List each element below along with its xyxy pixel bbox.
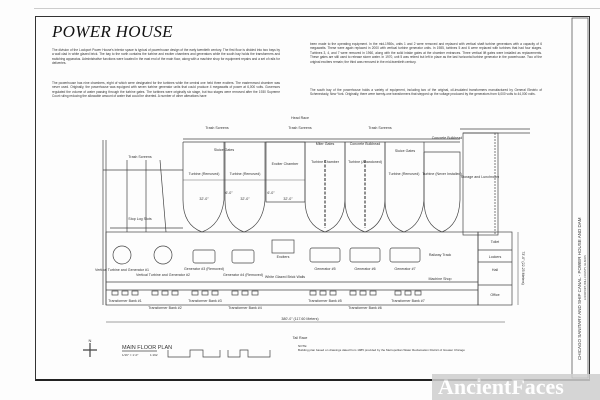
dim-bay: 32'-0": [240, 197, 250, 201]
west-wall: [102, 140, 107, 305]
bay-7: [384, 142, 425, 233]
intro-paragraph-2: The powerhouse has nine chambers, eight …: [52, 81, 280, 99]
label-transformer-bank-5: Transformer Bank #5: [308, 299, 342, 303]
sheet-title: POWER HOUSE: [52, 22, 173, 41]
watermark-logo: AncientFaces: [438, 374, 564, 399]
width-dimension: 73'-0" (22.25 Meters): [521, 251, 525, 285]
label-transformer-bank-3: Transformer Bank #3: [188, 299, 222, 303]
label-turbine-removed: Turbine (Removed): [389, 172, 420, 176]
label-office: Office: [490, 293, 499, 297]
office-block: [477, 231, 513, 306]
label-machine-shop: Machine Shop: [429, 277, 452, 281]
dim-bay: 32'-0": [283, 197, 293, 201]
drawing-frame: [35, 16, 590, 381]
label-storage: Storage and Lunchroom: [461, 175, 500, 179]
storage-room: [462, 132, 499, 236]
title-block-location: LOCKPORT, WILL COUNTY, ILLINOIS: [583, 255, 587, 300]
label-trash-screens: Trash Screens: [288, 126, 311, 130]
label-sluice-gates: Sluice Gates: [214, 148, 235, 152]
label-hall: Hall: [492, 268, 498, 272]
north-label: N: [89, 338, 92, 343]
label-transformer-bank-1: Transformer Bank #1: [108, 299, 142, 303]
vertical-generator-2: [153, 245, 173, 265]
label-sluice-gates: Sluice Gates: [395, 149, 416, 153]
vertical-generator-1: [112, 245, 132, 265]
label-brick-wall: White Glazed Brick Walls: [265, 275, 305, 279]
turbine-shafts: [324, 160, 366, 228]
label-miter-gates: Miter Gates: [316, 142, 335, 146]
stop-log-slots: [126, 159, 167, 233]
intro-paragraph-4: The south bay of the powerhouse holds a …: [310, 88, 542, 97]
dim-bay: 32'-0": [199, 197, 209, 201]
label-transformer-bank-6: Transformer Bank #6: [348, 306, 382, 310]
label-turbine-abandoned: Turbine (Abandoned): [348, 160, 382, 164]
label-generator-4: Generator #4 (Removed): [223, 273, 263, 277]
title-block-project: CHICAGO SANITARY AND SHIP CANAL - POWER …: [577, 217, 582, 360]
exciters: [271, 239, 295, 254]
label-trash-screens: Trash Screens: [128, 155, 151, 159]
label-railway-track: Railway Track: [429, 253, 452, 257]
label-turbine-removed: Turbine (Removed): [230, 172, 261, 176]
stop-log-bay: [103, 169, 183, 229]
label-toilet: Toilet: [491, 240, 499, 244]
plan-scale: 1/16" = 1'-0": [122, 353, 138, 357]
label-vertical-generator-2: Vertical Turbine and Generator #2: [136, 273, 190, 277]
label-turbine-removed: Turbine (Removed): [189, 172, 220, 176]
bay-8: [423, 151, 461, 233]
label-transformer-bank-2: Transformer Bank #2: [148, 306, 182, 310]
brick-wall: [106, 281, 478, 291]
note-heading: NOTE:: [298, 344, 307, 348]
generator-7: [389, 247, 421, 263]
intro-paragraph-3: been made to the operating equipment. In…: [310, 42, 542, 64]
generator-6: [349, 247, 381, 263]
bay-2: [224, 142, 266, 233]
label-lockers: Lockers: [489, 255, 502, 259]
label-trash-screens: Trash Screens: [205, 126, 228, 130]
label-stop-log-slots: Stop Log Slots: [128, 217, 152, 221]
plan-scale-ratio: 1:192: [150, 353, 158, 357]
label-generator-6: Generator #6: [354, 267, 375, 271]
graphic-scales: [167, 349, 271, 358]
label-trash-screens: Trash Screens: [368, 126, 391, 130]
plan-title: MAIN FLOOR PLAN: [122, 345, 172, 351]
label-concrete-bulkhead: Concrete Bulkhead: [432, 136, 463, 140]
label-exciters: Exciters: [277, 255, 290, 259]
label-transformer-bank-4: Transformer Bank #4: [228, 306, 262, 310]
bay-1: [182, 142, 225, 233]
label-head-race: Head Race: [291, 116, 309, 120]
label-turbine-chamber: Turbine Chamber: [311, 160, 340, 164]
north-wall: [460, 128, 530, 134]
dim-pier: 6'-0": [267, 191, 275, 195]
label-exciter-chamber: Exciter Chamber: [272, 162, 300, 166]
transformer-pads: [111, 290, 422, 296]
generator-5: [309, 247, 341, 263]
length-dimension: 380'-0" (117.60 Meters): [281, 317, 318, 321]
sheet-edge: [34, 8, 600, 9]
north-arrow-icon: [83, 343, 97, 357]
watermark: AncientFaces: [432, 374, 600, 400]
note-text: Building plan based on drawings dated fr…: [298, 348, 465, 352]
label-turbine-never-installed: Turbine (Never Installed): [422, 172, 461, 176]
dim-pier: 6'-0": [225, 191, 233, 195]
generator-4: [231, 249, 255, 264]
label-vertical-generator-1: Vertical Turbine and Generator #1: [95, 268, 149, 272]
label-generator-5: Generator #5: [314, 267, 335, 271]
label-generator-7: Generator #7: [394, 267, 415, 271]
label-tail-race: Tail Race: [293, 336, 308, 340]
label-transformer-bank-7: Transformer Bank #7: [391, 299, 425, 303]
generator-3: [192, 249, 216, 264]
intro-paragraph-1: The division of the Lockport Power House…: [52, 48, 280, 66]
head-race-edge: [183, 138, 460, 143]
label-generator-3: Generator #3 (Removed): [184, 267, 224, 271]
label-concrete-bulkhead: Concrete Bulkhead: [350, 142, 381, 146]
